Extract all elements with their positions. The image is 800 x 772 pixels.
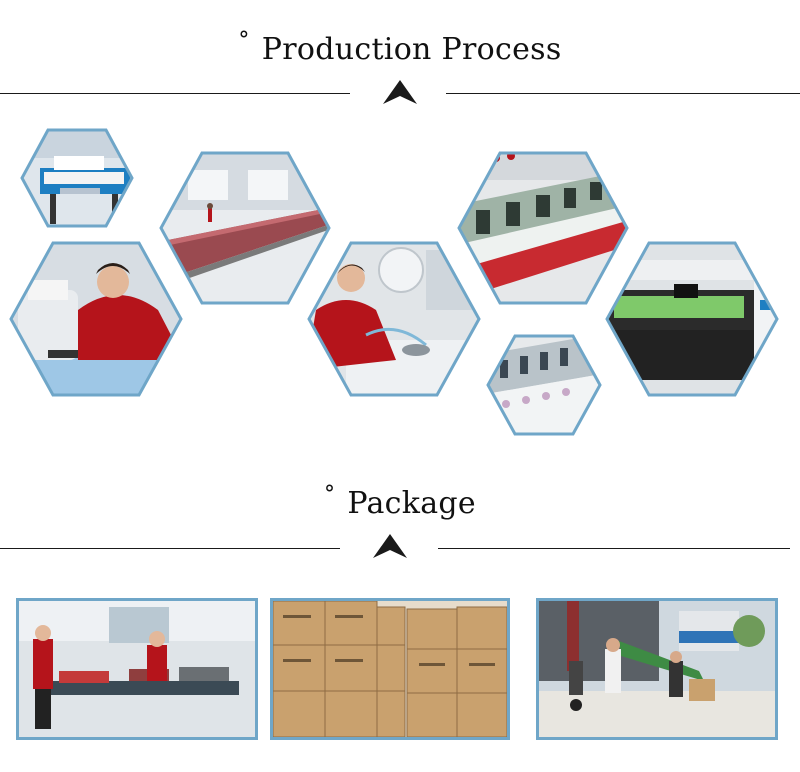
arrowhead-icon [383,80,417,104]
loading-truck-icon [536,598,778,740]
package-heading: ° Package [0,482,800,521]
divider-left [0,93,350,94]
sewing-worker-icon [9,241,183,397]
degree-mark: ° [324,482,336,507]
embroidery-machine-icon [457,151,629,305]
divider-left [0,548,340,549]
packing-workers-icon [16,598,258,740]
degree-mark: ° [238,28,250,53]
divider-right [446,93,800,94]
cutting-table-icon [159,151,331,305]
embroidery-detail-icon [486,334,602,436]
large-format-printer-icon [20,128,134,228]
production-heading: ° Production Process [0,28,800,67]
arrowhead-icon [373,534,407,558]
carton-stack-icon [270,598,510,740]
laser-cutter-icon [605,241,779,397]
heat-press-worker-icon [307,241,481,397]
package-title: Package [347,486,476,521]
production-title: Production Process [261,32,562,67]
divider-right [438,548,790,549]
